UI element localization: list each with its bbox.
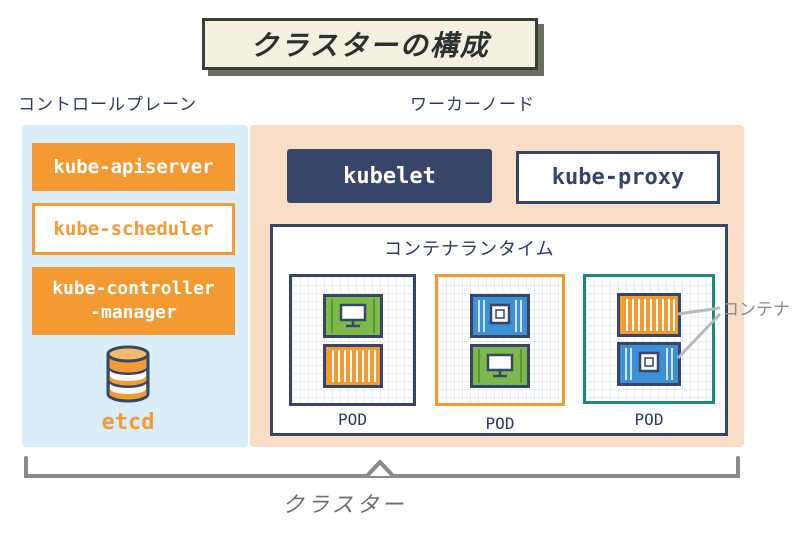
kube-proxy-box: kube-proxy <box>516 151 720 204</box>
pod-3-label: POD <box>634 410 664 429</box>
control-plane-heading: コントロールプレーン <box>18 95 198 115</box>
chip-container-icon <box>470 294 530 338</box>
diagram-title-text: クラスターの構成 <box>250 29 490 62</box>
kubelet-label: kubelet <box>343 163 436 189</box>
cluster-brace <box>24 456 740 478</box>
pod-2 <box>435 274 565 406</box>
kube-apiserver-box: kube-apiserver <box>32 143 235 191</box>
kube-controller-label: kube-controller <box>52 278 215 299</box>
pod-1-label: POD <box>338 410 367 429</box>
worker-node-heading: ワーカーノード <box>410 95 535 115</box>
container-runtime-label: コンテナランタイム <box>384 239 555 260</box>
callout-lines <box>676 306 722 360</box>
chip-container-icon <box>617 342 681 386</box>
kube-scheduler-box: kube-scheduler <box>32 203 235 255</box>
manager-label: -manager <box>90 302 177 323</box>
etcd-label: etcd <box>101 409 155 435</box>
kube-scheduler-label: kube-scheduler <box>53 218 214 240</box>
kubelet-box: kubelet <box>287 149 492 203</box>
pod-3 <box>583 274 715 404</box>
kube-apiserver-label: kube-apiserver <box>53 156 214 178</box>
striped-container-icon <box>323 344 383 388</box>
pod-2-label: POD <box>485 414 515 433</box>
diagram-title: クラスターの構成 <box>202 18 538 70</box>
kube-controller-manager-box: kube-controller -manager <box>32 267 235 335</box>
monitor-container-icon <box>323 294 383 338</box>
cluster-label: クラスター <box>282 493 407 518</box>
monitor-container-icon <box>470 344 530 388</box>
pod-1 <box>289 274 416 406</box>
kube-proxy-label: kube-proxy <box>551 165 685 190</box>
database-icon <box>106 345 150 403</box>
container-callout-label: コンテナ <box>722 300 790 320</box>
